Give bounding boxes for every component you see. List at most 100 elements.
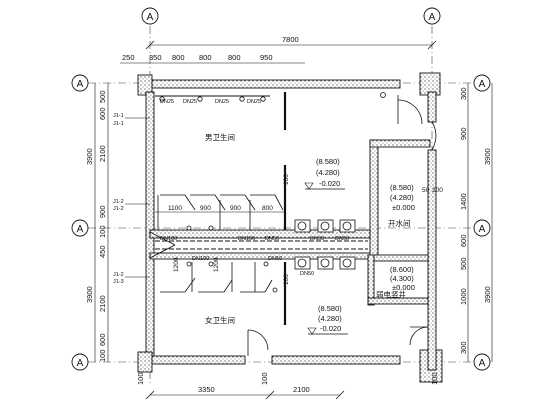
svg-text:100: 100 [98,349,107,362]
svg-text:J1-2: J1-2 [113,199,124,205]
svg-text:1100: 1100 [168,205,182,212]
pipe-label-top: DN25 [215,99,229,105]
grid-bubble-left-top: A [71,74,89,92]
pipe-label-mid: DN100 [160,236,177,242]
pipe-label-top: DN25 [247,99,261,105]
svg-text:800: 800 [228,53,241,62]
svg-text:2100: 2100 [98,145,107,162]
grid-bubble-top-right: A [423,7,441,25]
pipe-label-top: DN25 [183,99,197,105]
svg-text:100: 100 [98,225,107,238]
svg-text:3350: 3350 [198,385,215,394]
door-swing-elec [409,326,429,346]
pipe-label-top: DN25 [160,99,174,105]
elevation-water-2: (4.280) [390,193,414,202]
elevation-elec-1: (8.600) [390,265,414,274]
svg-text:50: 50 [422,187,430,194]
elevation-womens-2: (4.280) [318,314,342,323]
floor-drain-icon [272,287,278,293]
bottom-dimensions: 3350 2100 100 100 100 [136,372,439,400]
grid-bubble-left-mid: A [71,219,89,237]
elevation-water-1: (8.580) [390,183,414,192]
floor-drain-icon [197,96,203,102]
column-top-left [137,74,153,96]
floor-drain-icon [186,261,192,267]
grid-bubbles: A A A A A A A A [71,7,491,371]
svg-text:800: 800 [172,53,185,62]
svg-text:100: 100 [430,372,439,385]
svg-text:600: 600 [98,333,107,346]
grid-bubble-right-top: A [473,74,491,92]
svg-text:A: A [479,224,486,235]
svg-text:A: A [77,224,84,235]
room-labels: 男卫生间 女卫生间 开水间 弱电竖井 [205,132,411,325]
svg-text:900: 900 [230,205,241,212]
dim-overall: 7800 [282,35,299,44]
svg-text:2100: 2100 [98,295,107,312]
svg-text:100: 100 [260,372,269,385]
stall-dimensions: 1100 900 900 800 1200 1200 100 100 50 20… [155,174,443,285]
svg-text:A: A [77,358,84,369]
svg-text:900: 900 [98,205,107,218]
svg-text:A: A [147,12,154,23]
right-dimensions: 300 900 1400 600 500 1000 300 3900 3900 [459,83,493,362]
pipe-label-mid: DN100 [238,236,255,242]
svg-text:3900: 3900 [85,286,94,303]
section-marks: J1-1 J1-1 J1-2 J1-2 J1-2 J1-3 [113,113,150,285]
svg-text:100: 100 [283,274,290,285]
fixtures [159,92,386,293]
room-label-water: 开水间 [388,218,411,228]
svg-text:A: A [429,12,436,23]
svg-text:900: 900 [459,127,468,140]
svg-text:2100: 2100 [293,385,310,394]
svg-text:A: A [77,79,84,90]
elevation-elec-3: ±0.000 [392,283,415,292]
room-label-mens: 男卫生间 [205,132,235,142]
svg-text:J1-1: J1-1 [113,121,124,127]
floor-drain-icon [159,96,165,102]
svg-text:1000: 1000 [459,288,468,305]
floor-drain-icon [263,261,269,267]
grid-bubble-left-bottom: A [71,353,89,371]
svg-text:600: 600 [98,107,107,120]
svg-text:1400: 1400 [459,193,468,210]
elevation-mens-2: (4.280) [316,168,340,177]
svg-text:1200: 1200 [173,257,180,272]
svg-text:100: 100 [283,174,290,185]
pipe-labels: DN25 DN25 DN25 DN25 DN100 DN100 DN50 DN5… [160,99,349,277]
svg-text:250: 250 [122,53,135,62]
left-dimensions: 3900 3900 500 600 2100 900 100 450 2100 … [85,83,109,362]
svg-text:900: 900 [200,205,211,212]
svg-text:300: 300 [459,341,468,354]
floor-drain-icon [260,96,266,102]
floor-drain-icon [239,96,245,102]
svg-text:800: 800 [199,53,212,62]
pipe-label-mid: DN50 [310,236,324,242]
elevation-marks: (8.580) (4.280) -0.020 (8.580) (4.280) -… [304,157,415,335]
elevation-womens-3: -0.020 [320,324,341,333]
floor-drain-icon [380,92,386,98]
svg-text:500: 500 [459,257,468,270]
svg-text:600: 600 [459,234,468,247]
pipe-runs [149,95,368,259]
svg-text:3900: 3900 [483,148,492,165]
svg-text:J1-1: J1-1 [113,113,124,119]
floor-drain-icon [208,261,214,267]
svg-text:3900: 3900 [85,148,94,165]
grid-bubble-top-left: A [141,7,159,25]
svg-text:300: 300 [459,87,468,100]
elevation-womens-1: (8.580) [318,304,342,313]
svg-text:450: 450 [98,245,107,258]
elevation-water-3: ±0.000 [392,203,415,212]
svg-text:200: 200 [432,187,443,194]
svg-text:J1-3: J1-3 [113,279,124,285]
pipe-label-mid: DN50 [335,236,349,242]
svg-text:A: A [479,79,486,90]
walls [137,72,443,383]
svg-text:350: 350 [149,53,162,62]
svg-text:100: 100 [136,372,145,385]
door-swing-mens-right [397,99,423,125]
room-label-elec: 弱电竖井 [376,289,406,299]
svg-text:3900: 3900 [483,286,492,303]
partitions [157,92,437,356]
